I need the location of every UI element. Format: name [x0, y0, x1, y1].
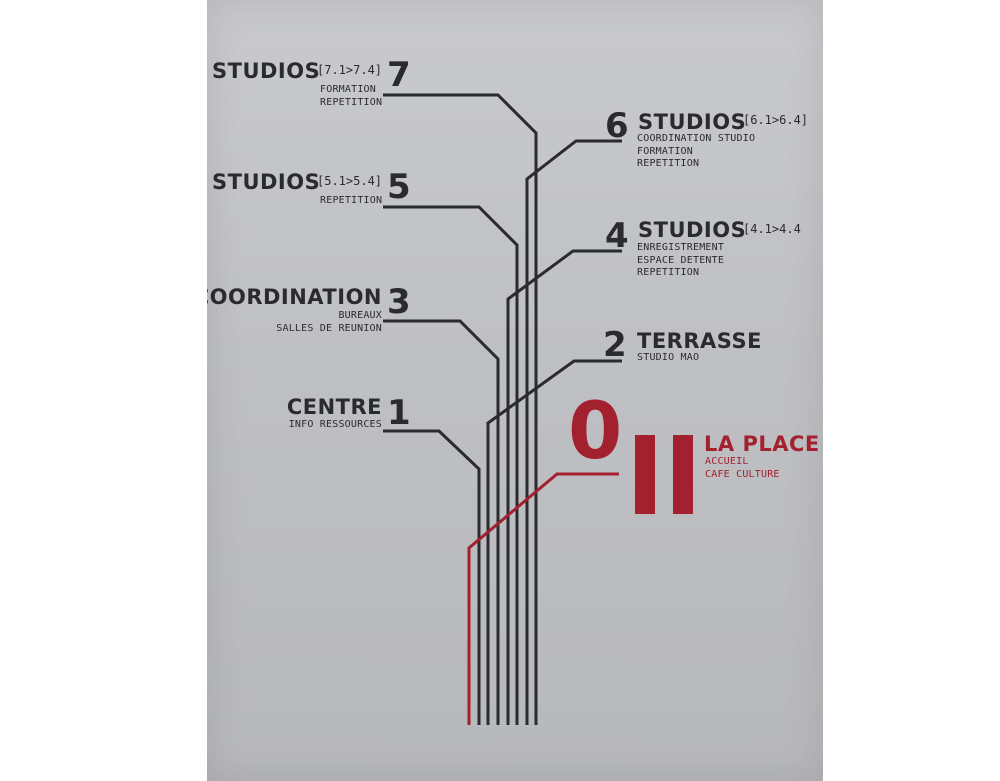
- floor-2-number: 2: [603, 325, 627, 365]
- floor-4-range: [4.1>4.4: [743, 222, 801, 236]
- floor-5-range: [5.1>5.4]: [317, 174, 383, 188]
- line-floor-4: [506, 249, 622, 725]
- floor-7-details: FORMATION REPETITION: [320, 84, 382, 109]
- floor-7-detail-1: FORMATION: [320, 84, 376, 95]
- line-floor-5: [383, 205, 519, 725]
- floor-4-number: 4: [605, 216, 629, 256]
- floor-6-range: [6.1>6.4]: [743, 113, 809, 127]
- line-floor-7: [383, 93, 538, 725]
- floor-0-detail-1: ACCUEIL: [705, 456, 749, 467]
- floor-4-detail-2: ESPACE DETENTE: [637, 254, 725, 266]
- signage-panel: STUDIOS [7.1>7.4] 7 FORMATION REPETITION…: [207, 0, 823, 781]
- floor-6-detail-3: REPETITION: [637, 158, 700, 169]
- floor-2-detail-1: STUDIO MAO: [637, 352, 700, 363]
- floor-7-number: 7: [387, 55, 411, 95]
- floor-1-detail-1: INFO RESSOURCES: [288, 419, 382, 430]
- floor-4-detail-1: ENREGISTREMENT: [637, 242, 725, 253]
- floor-2-details: STUDIO MAO: [637, 352, 699, 365]
- floor-6-number: 6: [605, 106, 629, 146]
- floor-1-title: CENTRE: [286, 395, 382, 419]
- line-floor-3: [383, 319, 500, 725]
- floor-6-details: COORDINATION STUDIO FORMATION REPETITION: [637, 133, 755, 171]
- floor-0-details: ACCUEIL CAFE CULTURE: [705, 456, 780, 481]
- floor-0-title: LA PLACE: [704, 432, 820, 456]
- floor-4-details: ENREGISTREMENT ESPACE DETENTE REPETITION: [637, 242, 724, 280]
- floor-lines-diagram: [383, 93, 622, 725]
- floor-3-details: BUREAUX SALLES DE REUNION: [276, 310, 382, 335]
- floor-2-title: TERRASSE: [637, 329, 762, 353]
- floor-3-number: 3: [387, 282, 411, 322]
- floor-0-number: 0: [568, 387, 623, 477]
- floor-5-title: STUDIOS: [212, 170, 321, 194]
- floor-5-detail-1: REPETITION: [320, 195, 383, 206]
- floor-6-detail-1: COORDINATION STUDIO: [637, 133, 756, 144]
- floor-1-number: 1: [387, 393, 411, 433]
- floor-5-details: REPETITION: [320, 195, 382, 208]
- floor-6-title: STUDIOS: [638, 110, 747, 134]
- floor-1-details: INFO RESSOURCES: [289, 419, 382, 432]
- floor-3-title: COORDINATION: [207, 285, 382, 309]
- floor-5-number: 5: [387, 167, 411, 207]
- floor-4-title: STUDIOS: [638, 218, 747, 242]
- floor-7-detail-2: REPETITION: [320, 96, 383, 108]
- floor-3-detail-1: BUREAUX: [338, 310, 382, 321]
- line-floor-6: [525, 139, 622, 725]
- floor-7-title: STUDIOS: [212, 59, 321, 83]
- floor-6-detail-2: FORMATION: [637, 145, 693, 157]
- line-floor-1: [383, 429, 481, 725]
- floor-7-range: [7.1>7.4]: [317, 63, 383, 77]
- floor-3-detail-2: SALLES DE REUNION: [276, 322, 382, 334]
- line-floor-2: [486, 359, 622, 725]
- line-floor-0: [467, 472, 619, 725]
- floor-4-detail-3: REPETITION: [637, 267, 700, 278]
- ground-floor-bar-left: [635, 435, 655, 514]
- floor-0-detail-2: CAFE CULTURE: [705, 468, 780, 480]
- ground-floor-bar-right: [673, 435, 693, 514]
